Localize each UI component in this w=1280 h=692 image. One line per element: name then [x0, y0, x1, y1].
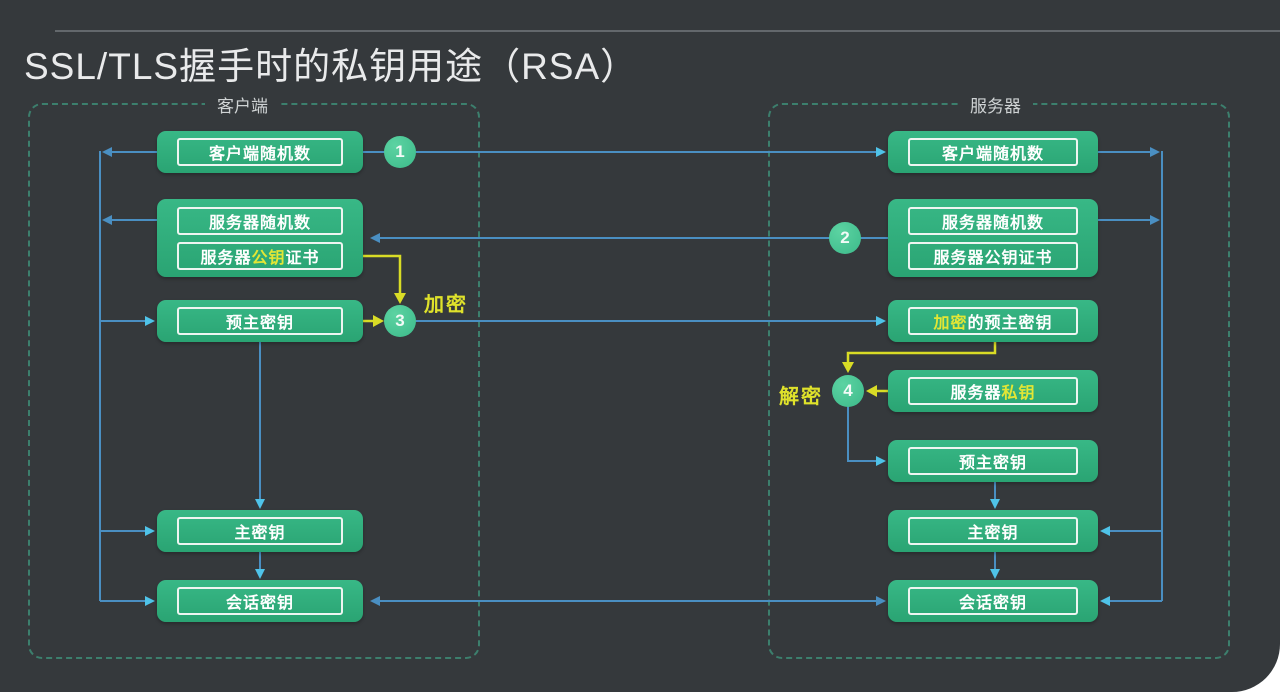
cert-suffix: 证书	[285, 250, 320, 267]
client-master-box: 主密钥	[157, 510, 363, 552]
step-1-badge: 1	[384, 136, 416, 168]
server-private-key-label: 服务器 私钥	[908, 377, 1078, 405]
server-premaster-label: 预主密钥	[908, 447, 1078, 475]
client-random-box: 客户端随机数	[157, 131, 363, 173]
client-server-random-label: 服务器随机数	[177, 207, 343, 235]
cert-prefix: 服务器	[200, 250, 252, 267]
server-private-key-box: 服务器 私钥	[888, 370, 1098, 412]
server-premaster-box: 预主密钥	[888, 440, 1098, 482]
server-client-random-label: 客户端随机数	[908, 138, 1078, 166]
server-session-box: 会话密钥	[888, 580, 1098, 622]
client-serverinfo-group: 服务器随机数 服务器 公钥 证书	[157, 199, 363, 277]
client-panel-title: 客户端	[205, 92, 280, 117]
cert-pubkey-highlight: 公钥	[251, 250, 286, 267]
pk-prefix: 服务器	[950, 385, 1002, 402]
step-4-badge: 4	[832, 375, 864, 407]
server-session-label: 会话密钥	[908, 587, 1078, 615]
client-session-box: 会话密钥	[157, 580, 363, 622]
step-3-badge: 3	[384, 305, 416, 337]
page-title: SSL/TLS握手时的私钥用途（RSA）	[24, 46, 639, 87]
client-session-label: 会话密钥	[177, 587, 343, 615]
client-master-label: 主密钥	[177, 517, 343, 545]
encrypt-label: 加密	[424, 294, 468, 316]
server-client-random-box: 客户端随机数	[888, 131, 1098, 173]
step-2-badge: 2	[829, 222, 861, 254]
enc-highlight: 加密	[933, 315, 968, 332]
server-serverinfo-group: 服务器随机数 服务器公钥证书	[888, 199, 1098, 277]
client-server-cert-label: 服务器 公钥 证书	[177, 242, 343, 270]
server-master-box: 主密钥	[888, 510, 1098, 552]
top-divider	[55, 30, 1280, 32]
decrypt-label: 解密	[779, 386, 823, 408]
server-cert-label: 服务器公钥证书	[908, 242, 1078, 270]
pk-highlight: 私钥	[1001, 385, 1036, 402]
enc-suffix: 的预主密钥	[967, 315, 1053, 332]
client-random-label: 客户端随机数	[177, 138, 343, 166]
client-premaster-label: 预主密钥	[177, 307, 343, 335]
server-panel-title: 服务器	[958, 92, 1033, 117]
server-master-label: 主密钥	[908, 517, 1078, 545]
server-server-random-label: 服务器随机数	[908, 207, 1078, 235]
server-enc-premaster-label: 加密 的预主密钥	[908, 307, 1078, 335]
server-enc-premaster-box: 加密 的预主密钥	[888, 300, 1098, 342]
client-premaster-box: 预主密钥	[157, 300, 363, 342]
